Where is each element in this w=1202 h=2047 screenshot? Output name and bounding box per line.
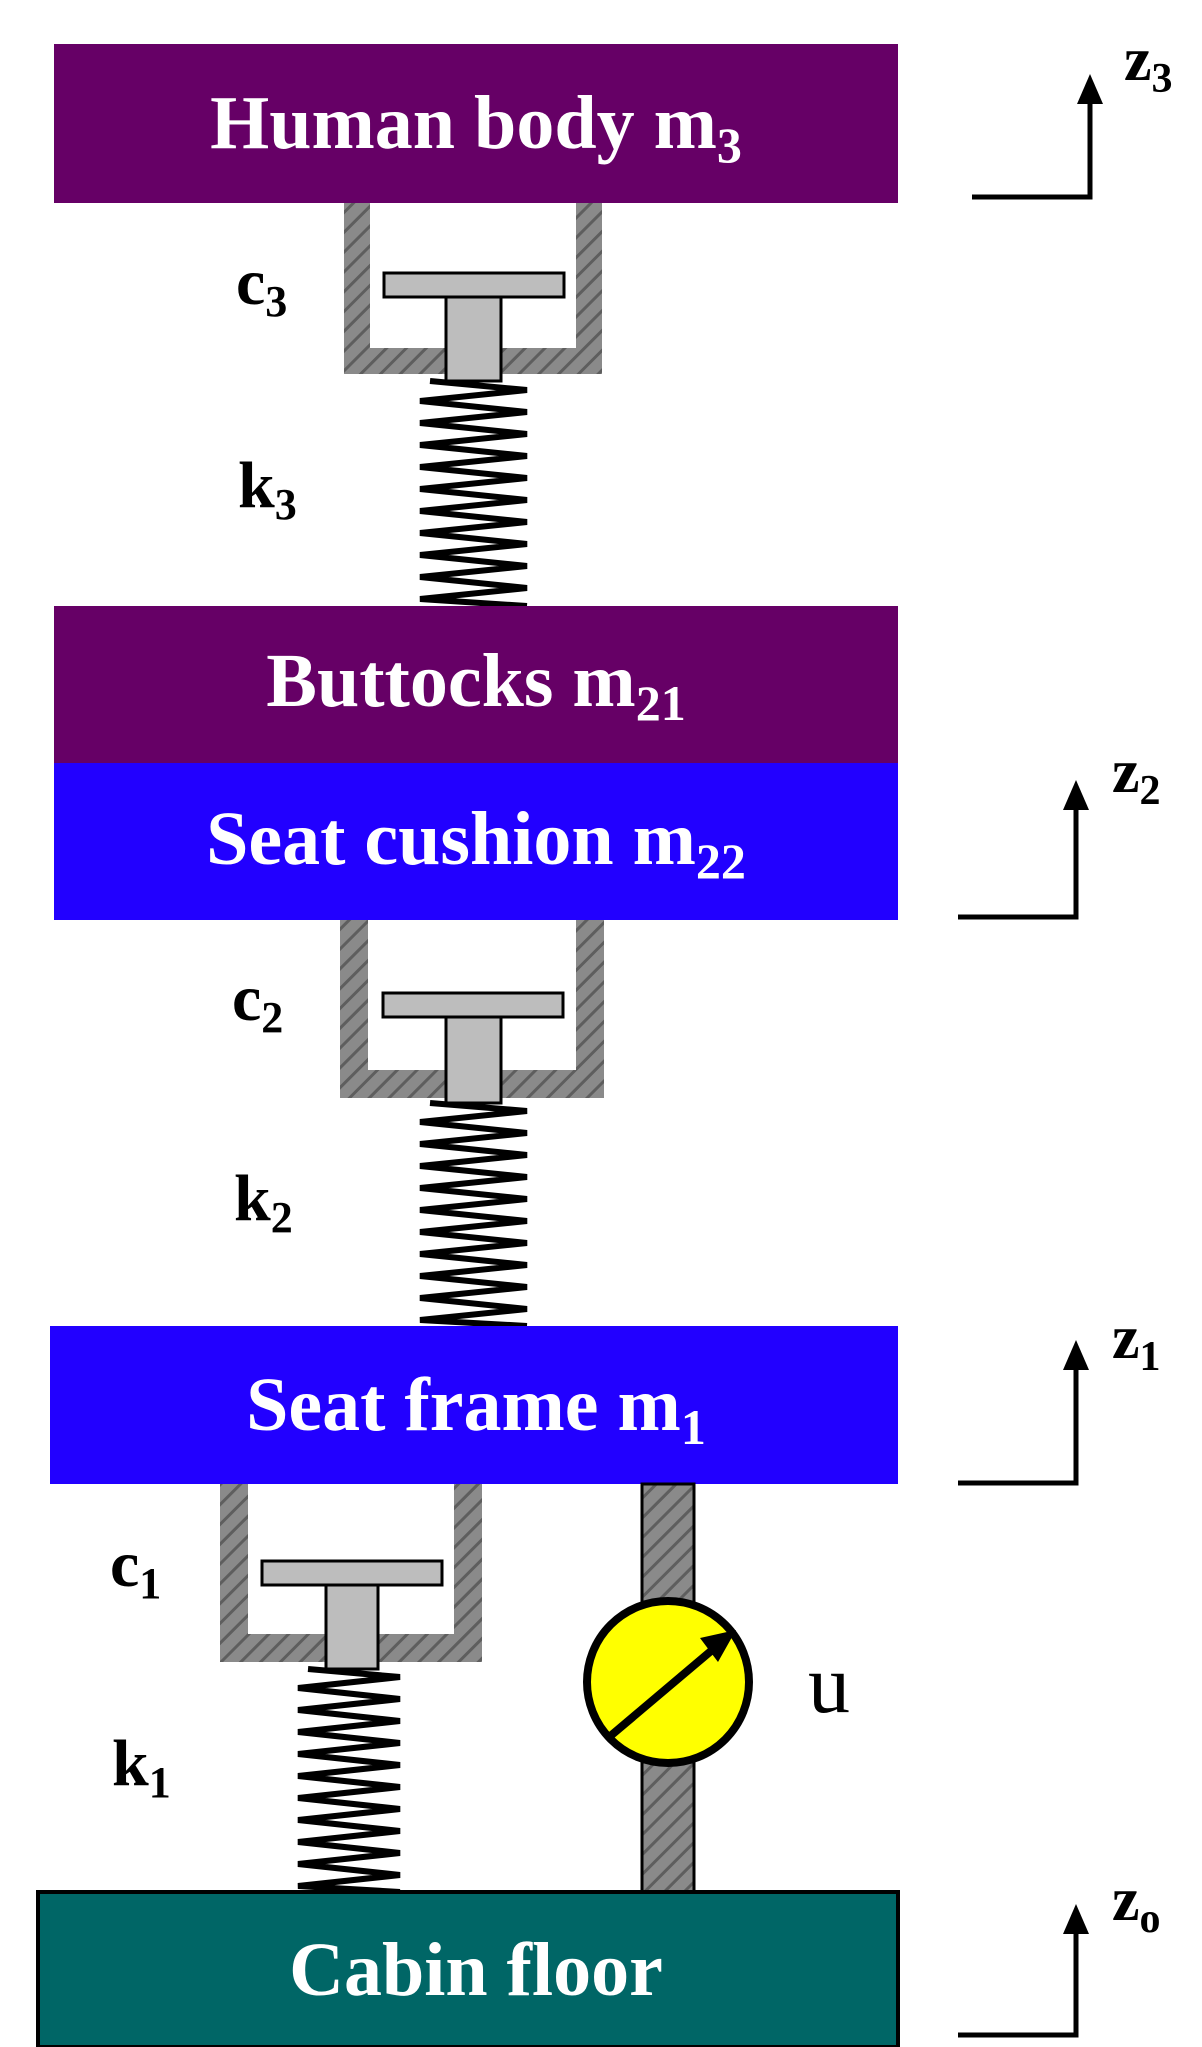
coord-zo-label: zo bbox=[1112, 1866, 1161, 1942]
coord-z2-arrow bbox=[958, 792, 1079, 920]
human-body-label: Human body m3 bbox=[210, 81, 742, 173]
coord-z1: z1 bbox=[958, 1304, 1161, 1486]
damper-c2-piston-head bbox=[381, 991, 565, 1019]
human-body-block: Human body m3 bbox=[54, 44, 898, 203]
buttocks-block: Buttocks m21 bbox=[54, 606, 898, 763]
damper-c2-label: c2 bbox=[232, 962, 283, 1042]
human-body-rect bbox=[54, 44, 898, 203]
coord-z3-label: z3 bbox=[1124, 26, 1173, 102]
damper-c3-piston-rod bbox=[444, 295, 503, 383]
damper-c1 bbox=[220, 1484, 482, 1671]
damper-c1-piston-rod bbox=[324, 1583, 380, 1671]
actuator-needle-arrowhead bbox=[700, 1630, 736, 1662]
coord-z2-label: z2 bbox=[1112, 738, 1161, 814]
coord-z1-arrow bbox=[958, 1352, 1079, 1486]
coord-z2: z2 bbox=[958, 738, 1161, 920]
spring-k1-label: k1 bbox=[112, 1727, 171, 1807]
coord-z2-arrowhead bbox=[1063, 780, 1089, 810]
seat-cushion-label: Seat cushion m22 bbox=[206, 797, 746, 889]
seat-frame-rect bbox=[50, 1326, 898, 1484]
damper-c2-piston-rod bbox=[444, 1015, 503, 1105]
seat-frame-label: Seat frame m1 bbox=[246, 1363, 706, 1455]
spring-k3-label: k3 bbox=[238, 449, 297, 529]
spring-k1 bbox=[297, 1666, 401, 1895]
damper-c3-piston-head bbox=[382, 271, 566, 299]
cabin-floor-rect bbox=[36, 1890, 900, 2047]
actuator-label: u bbox=[808, 1638, 850, 1731]
damper-c1-label: c1 bbox=[110, 1528, 161, 1608]
coord-z3-arrow bbox=[972, 86, 1093, 200]
coord-zo-arrow bbox=[958, 1916, 1079, 2038]
coord-z1-arrowhead bbox=[1063, 1340, 1089, 1370]
coord-z3-arrowhead bbox=[1077, 74, 1103, 104]
damper-c3 bbox=[344, 203, 602, 383]
seat-cushion-block: Seat cushion m22 bbox=[54, 763, 898, 920]
cabin-floor-label: Cabin floor bbox=[289, 1928, 663, 2012]
damper-c3-label: c3 bbox=[236, 246, 287, 326]
seat-frame-block: Seat frame m1 bbox=[50, 1326, 898, 1484]
buttocks-rect bbox=[54, 606, 898, 763]
actuator-rod-upper bbox=[640, 1482, 696, 1604]
cabin-floor-block: Cabin floor bbox=[36, 1890, 900, 2047]
coord-z1-label: z1 bbox=[1112, 1304, 1161, 1380]
coord-zo-arrowhead bbox=[1063, 1904, 1089, 1934]
damper-c1-piston-head bbox=[260, 1559, 444, 1587]
spring-k3 bbox=[419, 378, 528, 609]
buttocks-label: Buttocks m21 bbox=[266, 639, 685, 731]
seat-cushion-rect bbox=[54, 763, 898, 920]
spring-k2 bbox=[419, 1100, 528, 1329]
spring-k2-label: k2 bbox=[234, 1162, 293, 1242]
actuator-rod-lower bbox=[640, 1760, 696, 1894]
actuator-needle bbox=[605, 1636, 727, 1742]
coord-zo: zo bbox=[958, 1866, 1161, 2038]
actuator: u bbox=[583, 1482, 850, 1894]
coord-z3: z3 bbox=[972, 26, 1173, 200]
damper-c2 bbox=[340, 920, 604, 1105]
